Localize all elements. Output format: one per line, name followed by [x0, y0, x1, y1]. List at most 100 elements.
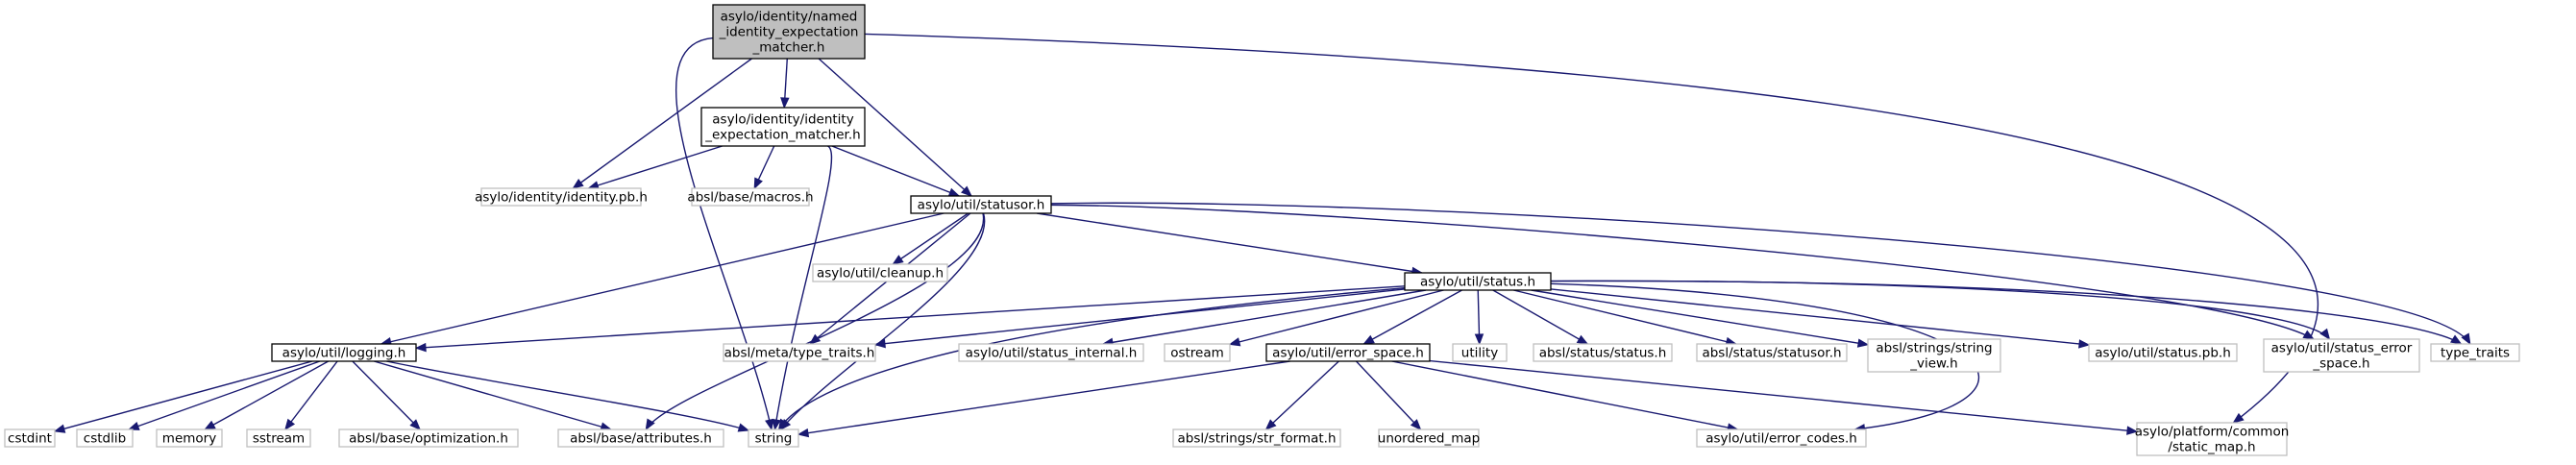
node-label: absl/base/optimization.h [349, 431, 508, 447]
edge-logging-to-string [386, 360, 750, 432]
edge-status-to-ostream [1228, 289, 1444, 347]
node-label: asylo/platform/common [2135, 425, 2290, 440]
node-label: cstdlib [84, 431, 126, 447]
edge-statusor-to-statuserrspace [1050, 204, 2316, 340]
node-errorcodes: asylo/util/error_codes.h [1696, 428, 1867, 448]
edge-logging-to-cstdlib [127, 360, 321, 430]
edge-root-to-string [675, 37, 774, 431]
node-label: asylo/identity/identity.pb.h [475, 190, 648, 206]
edge-status-to-stringview [1531, 289, 1870, 348]
node-label: type_traits [2441, 346, 2510, 361]
edge-iem-to-statusor [831, 145, 961, 197]
node-label: unordered_map [1378, 431, 1480, 447]
edge-logging-to-cstdint [53, 360, 313, 433]
node-string: string [748, 428, 799, 448]
edge-status-to-string [777, 286, 1406, 431]
node-label: cstdint [8, 431, 52, 447]
edge-logging-to-memory [204, 360, 330, 430]
node-label: absl/strings/string [1876, 341, 1992, 356]
node-statusinternal: asylo/util/status_internal.h [958, 343, 1144, 362]
node-memory: memory [156, 428, 223, 448]
node-label: absl/base/attributes.h [570, 431, 712, 447]
node-label: ostream [1170, 346, 1224, 361]
edge-status-to-typetraitsabsl [873, 288, 1406, 349]
node-label: asylo/util/error_codes.h [1705, 431, 1857, 447]
node-label: sstream [253, 431, 305, 447]
node-label: _matcher.h [752, 40, 825, 56]
node-label: _expectation_matcher.h [704, 128, 860, 143]
edge-root-to-staticmap [864, 33, 2318, 424]
node-cstdint: cstdint [4, 428, 56, 448]
node-label: /static_map.h [2168, 440, 2255, 455]
node-label: absl/strings/str_format.h [1177, 431, 1336, 447]
edge-root-to-iem [780, 58, 790, 110]
node-status[interactable]: asylo/util/status.h [1404, 272, 1552, 291]
node-label: _identity_expectation [719, 25, 859, 40]
edge-status-to-typetraits [1550, 280, 2463, 345]
node-typetraits: type_traits [2430, 343, 2520, 362]
node-label: _space.h [2312, 356, 2369, 372]
edge-status-to-abslstatus [1492, 289, 1589, 345]
node-cleanup: asylo/util/cleanup.h [812, 263, 948, 282]
edge-root-to-statusor [818, 58, 973, 197]
node-strformat: absl/strings/str_format.h [1172, 428, 1341, 448]
edge-errspace-to-unorderedmap [1355, 360, 1422, 430]
edge-status-to-logging [414, 285, 1406, 353]
node-staticmap: asylo/platform/common/static_map.h [2135, 422, 2290, 456]
edge-errspace-to-string [797, 360, 1290, 438]
edge-logging-to-sstream [284, 360, 338, 431]
edge-errspace-to-staticmap [1429, 359, 2139, 435]
node-label: asylo/util/status_internal.h [966, 346, 1138, 361]
node-typetraitsabsl: absl/meta/type_traits.h [723, 343, 876, 362]
edge-status-to-statuspb [1550, 288, 2091, 349]
edge-logging-to-optimization [352, 360, 422, 430]
edge-status-to-utility [1474, 289, 1484, 346]
node-label: utility [1461, 346, 1498, 361]
node-label: asylo/util/status_error [2271, 341, 2413, 356]
node-unorderedmap: unordered_map [1378, 428, 1480, 448]
node-iem[interactable]: asylo/identity/identity_expectation_matc… [700, 107, 866, 147]
edge-errspace-to-strformat [1264, 360, 1339, 430]
edge-statusor-to-typetraits [1050, 202, 2471, 346]
edge-statusor-to-cleanup [892, 212, 969, 265]
node-stringview: absl/strings/string_view.h [1867, 338, 2001, 373]
node-label: absl/meta/type_traits.h [724, 346, 875, 361]
node-label: asylo/identity/identity [712, 112, 853, 128]
node-label: asylo/util/status.pb.h [2095, 346, 2231, 361]
node-label: asylo/identity/named [721, 10, 858, 25]
node-label: absl/base/macros.h [687, 190, 813, 206]
edge-statusor-to-string [779, 212, 986, 431]
node-label: asylo/util/statusor.h [918, 198, 1045, 213]
node-idpb: asylo/identity/identity.pb.h [475, 187, 648, 207]
edge-root-to-idpb [572, 58, 752, 189]
node-statuserrspace: asylo/util/status_error_space.h [2263, 338, 2420, 373]
node-abslstatus: absl/status/status.h [1533, 343, 1673, 362]
edge-layer [53, 33, 2471, 438]
node-label: asylo/util/error_space.h [1272, 346, 1424, 361]
edge-iem-to-macros [753, 145, 775, 190]
edge-iem-to-idpb [587, 145, 723, 190]
node-logging[interactable]: asylo/util/logging.h [271, 343, 417, 362]
node-statuspb: asylo/util/status.pb.h [2088, 343, 2238, 362]
edge-errspace-to-errorcodes [1391, 360, 1739, 432]
node-statusor[interactable]: asylo/util/statusor.h [910, 195, 1052, 214]
node-utility: utility [1452, 343, 1508, 362]
node-macros: absl/base/macros.h [687, 187, 814, 207]
node-ostream: ostream [1164, 343, 1231, 362]
node-label: memory [162, 431, 216, 447]
node-errspace[interactable]: asylo/util/error_space.h [1265, 343, 1431, 362]
node-label: asylo/util/logging.h [282, 346, 406, 361]
edge-statusor-to-status [1037, 212, 1424, 277]
node-label: string [755, 431, 793, 447]
node-abslstatusor: absl/status/statusor.h [1696, 343, 1848, 362]
node-label: asylo/util/status.h [1420, 275, 1535, 290]
node-label: asylo/util/cleanup.h [817, 266, 944, 281]
node-label: _view.h [1909, 356, 1957, 372]
node-root[interactable]: asylo/identity/named_identity_expectatio… [712, 4, 866, 60]
node-label: absl/status/status.h [1539, 346, 1667, 361]
edge-statusor-to-attributes [645, 212, 984, 431]
edge-status-to-statusinternal [1101, 289, 1427, 347]
node-sstream: sstream [246, 428, 311, 448]
node-attributes: absl/base/attributes.h [557, 428, 724, 448]
